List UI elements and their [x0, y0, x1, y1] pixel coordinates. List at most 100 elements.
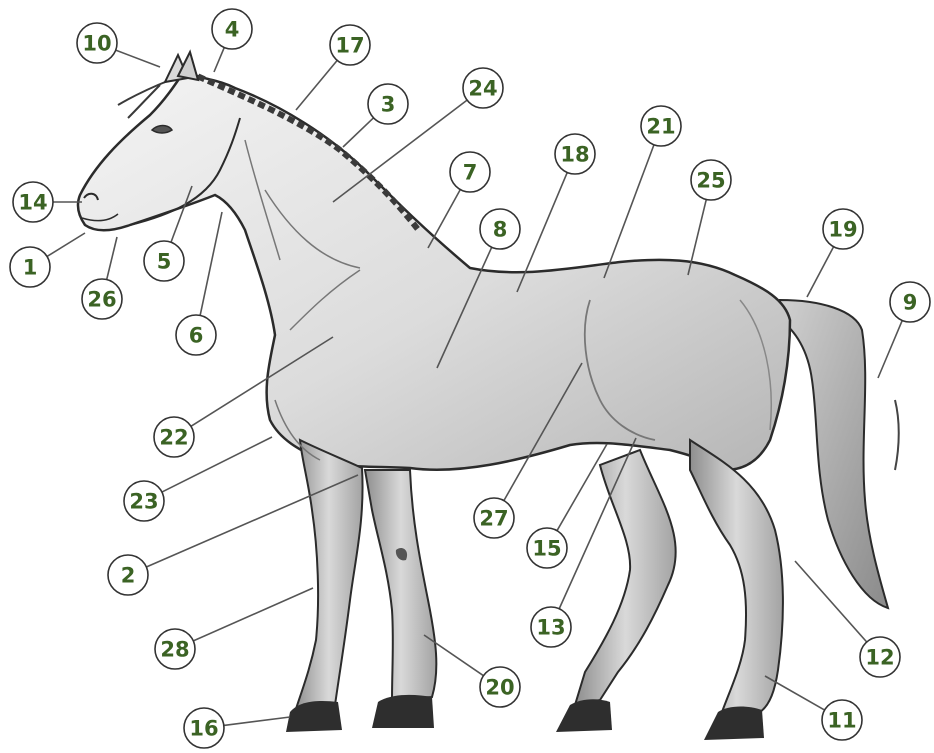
callout-28: 28: [154, 628, 196, 670]
callout-circle: [690, 159, 732, 201]
callout-number: 24: [468, 77, 497, 101]
callout-circle: [859, 636, 901, 678]
leader-line-2: [146, 474, 359, 568]
near-front-leg: [293, 438, 364, 714]
leader-line-20: [423, 634, 484, 677]
callout-3: 3: [367, 83, 409, 125]
callout-13: 13: [530, 606, 572, 648]
callout-number: 11: [827, 709, 856, 733]
callout-circle: [153, 416, 195, 458]
callout-20: 20: [479, 666, 521, 708]
callout-24: 24: [462, 67, 504, 109]
leader-line-21: [603, 144, 655, 279]
callout-number: 5: [157, 250, 172, 274]
callout-27: 27: [473, 497, 515, 539]
leader-line-10: [115, 49, 161, 68]
ear-left: [176, 49, 200, 82]
leader-line-1: [46, 232, 86, 258]
callout-4: 4: [211, 8, 253, 50]
far-front-leg: [363, 469, 438, 702]
callout-18: 18: [554, 133, 596, 175]
callout-number: 9: [903, 291, 918, 315]
callout-number: 15: [532, 537, 561, 561]
shoulder-contour: [274, 269, 361, 461]
callout-circle: [479, 208, 521, 250]
callout-circle: [822, 208, 864, 250]
callout-number: 14: [18, 191, 47, 215]
callout-22: 22: [153, 416, 195, 458]
leader-line-15: [556, 443, 608, 532]
callout-circle: [143, 240, 185, 282]
callout-6: 6: [175, 314, 217, 356]
callout-circle: [183, 707, 225, 749]
callout-labels: 1234567891011121314151617181920212223242…: [9, 8, 931, 749]
callout-circle: [367, 83, 409, 125]
callout-19: 19: [822, 208, 864, 250]
callout-9: 9: [889, 281, 931, 323]
callout-circle: [329, 24, 371, 66]
leader-line-27: [503, 362, 583, 502]
callout-number: 6: [189, 324, 204, 348]
callout-17: 17: [329, 24, 371, 66]
callout-number: 26: [87, 288, 116, 312]
leader-line-7: [427, 189, 462, 249]
callout-15: 15: [526, 527, 568, 569]
callout-circle: [473, 497, 515, 539]
leader-lines: [46, 47, 903, 727]
callout-number: 22: [159, 426, 188, 450]
callout-7: 7: [449, 151, 491, 193]
callout-circle: [821, 699, 863, 741]
callout-number: 23: [129, 490, 158, 514]
callout-circle: [12, 181, 54, 223]
callout-number: 10: [82, 32, 111, 56]
callout-circle: [107, 554, 149, 596]
callout-number: 16: [189, 717, 218, 741]
callout-circle: [175, 314, 217, 356]
callout-25: 25: [690, 159, 732, 201]
leader-line-26: [105, 236, 118, 280]
leader-line-12: [794, 560, 868, 643]
leader-line-5: [170, 185, 193, 243]
callout-number: 8: [493, 218, 508, 242]
leader-line-9: [877, 320, 903, 379]
mane: [186, 69, 423, 234]
callout-circle: [211, 8, 253, 50]
eye: [150, 124, 174, 134]
callout-11: 11: [821, 699, 863, 741]
callout-circle: [154, 628, 196, 670]
callout-number: 21: [646, 115, 675, 139]
callout-number: 7: [463, 161, 478, 185]
callout-circle: [640, 105, 682, 147]
leader-line-18: [516, 172, 568, 293]
callout-8: 8: [479, 208, 521, 250]
callout-23: 23: [123, 480, 165, 522]
leader-line-16: [223, 716, 291, 727]
callout-26: 26: [81, 278, 123, 320]
callout-number: 28: [160, 638, 189, 662]
leader-line-24: [332, 99, 468, 203]
leader-line-25: [687, 199, 708, 276]
leader-line-8: [436, 246, 493, 369]
callout-number: 1: [23, 256, 38, 280]
callout-10: 10: [76, 22, 118, 64]
callout-circle: [9, 246, 51, 288]
callout-5: 5: [143, 240, 185, 282]
leader-line-22: [190, 336, 334, 428]
far-hind-leg: [573, 448, 677, 707]
callout-16: 16: [183, 707, 225, 749]
mouth-line: [81, 213, 119, 222]
thigh-contour: [583, 299, 656, 441]
far-hind-hoof: [556, 699, 612, 732]
callout-14: 14: [12, 181, 54, 223]
leader-line-19: [806, 246, 835, 298]
tail: [779, 298, 890, 610]
chestnut-mark: [395, 548, 408, 561]
callout-circle: [123, 480, 165, 522]
callout-circle: [530, 606, 572, 648]
near-hind-hoof: [704, 706, 764, 740]
leader-line-23: [161, 436, 273, 493]
far-front-hoof: [372, 694, 434, 728]
near-front-hoof: [286, 701, 342, 732]
leader-line-6: [199, 211, 223, 316]
leader-line-28: [192, 587, 314, 642]
